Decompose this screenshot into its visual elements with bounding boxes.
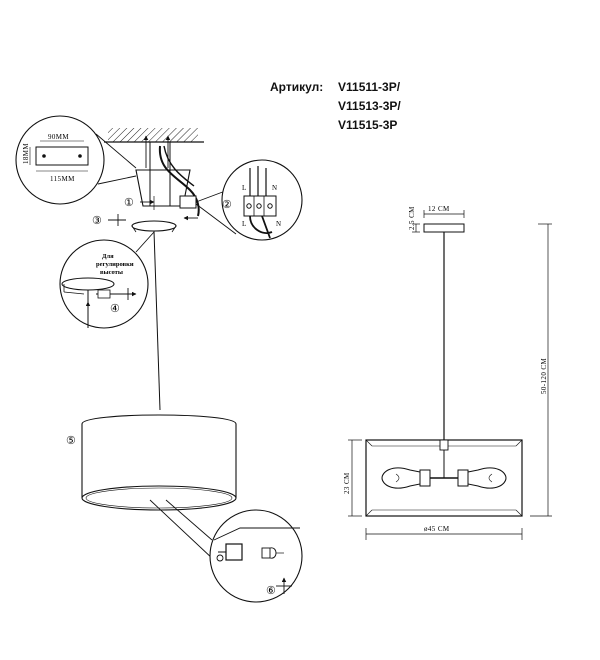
dim-total-height: 50-120 СМ <box>540 358 548 394</box>
wiring-detail: L N L N <box>221 159 303 241</box>
article-code-1: V11511-3P/ <box>338 80 401 94</box>
dim-canopy-width: 12 СМ <box>428 205 450 213</box>
terminal-label-n-top: N <box>272 184 277 192</box>
step-5-marker: ⑤ <box>66 435 76 447</box>
bracket-detail: 90MM 115MM 18MM <box>15 115 137 205</box>
article-block: Артикул: V11511-3P/ V11513-3P/ V11515-3P <box>270 78 401 135</box>
dim-canopy-height: 2.5 СМ <box>408 206 416 230</box>
mounting-bracket <box>135 135 237 235</box>
dimension-drawing: 12 СМ 2.5 СМ <box>343 205 552 540</box>
bulb-detail: ⑥ <box>149 499 303 603</box>
step-4-marker: ④ <box>110 303 120 315</box>
step-2-marker: ② <box>222 199 232 211</box>
step-1-marker: ① <box>124 197 134 209</box>
ceiling <box>104 128 204 143</box>
height-adjust-detail: Для регулировки высоты ④ <box>59 231 155 329</box>
height-note-1: Для <box>102 253 114 260</box>
lamp-shade: ⑤ <box>66 414 237 511</box>
terminal-label-l-top: L <box>242 184 247 192</box>
step-6-marker: ⑥ <box>266 585 276 597</box>
terminal-label-l-bottom: L <box>242 220 247 228</box>
dim-shade-diameter: ø45 СМ <box>424 525 450 533</box>
article-code-3: V11515-3P <box>338 118 398 132</box>
step-3-marker: ③ <box>92 215 102 227</box>
dim-shade-height: 23 СМ <box>343 472 351 494</box>
terminal-label-n-bottom: N <box>276 220 281 228</box>
suspension-cable <box>153 230 161 411</box>
article-code-2: V11513-3P/ <box>338 99 401 113</box>
bracket-dim-bottom: 115MM <box>50 175 75 183</box>
height-note-2: регулировки <box>96 261 134 268</box>
screw-arrows <box>108 196 198 226</box>
bracket-dim-top: 90MM <box>48 133 69 141</box>
article-label: Артикул: <box>270 80 324 94</box>
bracket-dim-side: 18MM <box>22 143 30 164</box>
height-note-3: высоты <box>100 269 123 276</box>
canopy <box>131 220 177 232</box>
